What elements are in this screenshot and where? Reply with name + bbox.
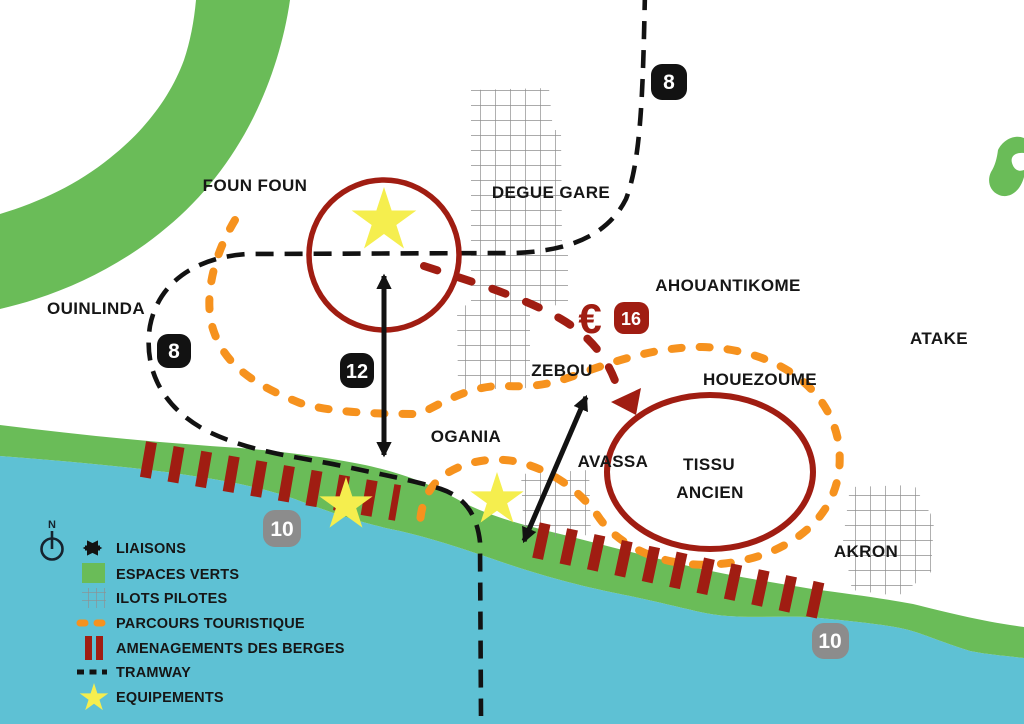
tramway-line bbox=[146, 0, 648, 717]
legend-berges-label: AMENAGEMENTS DES BERGES bbox=[116, 641, 345, 657]
legend-espaces-verts-icon bbox=[82, 563, 105, 583]
green-area-northwest bbox=[0, 0, 290, 309]
label-foun-foun: FOUN FOUN bbox=[203, 176, 308, 195]
shore-badge-east-number: 10 bbox=[818, 630, 841, 653]
label-houezoume: HOUEZOUME bbox=[703, 370, 817, 389]
euro-symbol: € bbox=[578, 295, 601, 342]
legend-ilots-pilotes-label: ILOTS PILOTES bbox=[116, 591, 227, 607]
label-ogania: OGANIA bbox=[431, 427, 501, 446]
compass-north-label: N bbox=[48, 519, 56, 531]
tram-badge-north-number: 8 bbox=[663, 71, 675, 94]
shore-badge-east: 10 bbox=[812, 623, 849, 659]
liaison-badge-12-number: 12 bbox=[346, 361, 368, 383]
compass: N bbox=[40, 519, 64, 561]
legend-equipements-label: EQUIPEMENTS bbox=[116, 690, 224, 706]
shore-badge-west: 10 bbox=[263, 510, 301, 547]
water-area bbox=[0, 456, 1024, 724]
ilots-pilotes-akron bbox=[843, 485, 934, 596]
legend-parcours-label: PARCOURS TOURISTIQUE bbox=[116, 616, 305, 632]
tissu-ancien-ellipse bbox=[604, 392, 816, 552]
label-atake: ATAKE bbox=[910, 329, 968, 348]
legend-berges-icon bbox=[85, 636, 92, 660]
map-legend: LIAISONS ESPACES VERTS ILOTS PILOTES PAR… bbox=[76, 540, 345, 711]
label-tissu: TISSU bbox=[683, 455, 735, 474]
berges-bars-east bbox=[532, 522, 830, 620]
label-degue-gare: DEGUE GARE bbox=[492, 183, 610, 202]
label-akron: AKRON bbox=[834, 542, 898, 561]
legend-tramway-label: TRAMWAY bbox=[116, 665, 191, 681]
legend-espaces-verts-label: ESPACES VERTS bbox=[116, 567, 239, 583]
shore-badge-west-number: 10 bbox=[270, 518, 293, 541]
euro-route-line bbox=[420, 262, 621, 390]
label-avassa: AVASSA bbox=[578, 452, 649, 471]
legend-ilots-pilotes-icon bbox=[82, 588, 106, 608]
label-ahouantikome: AHOUANTIKOME bbox=[655, 276, 801, 295]
euro-badge-16-number: 16 bbox=[621, 309, 641, 329]
tram-badge-west: 8 bbox=[157, 334, 191, 368]
label-zebou: ZEBOU bbox=[531, 361, 593, 380]
euro-route-arrowhead bbox=[611, 388, 641, 415]
liaison-badge-12: 12 bbox=[340, 353, 374, 388]
tram-badge-north: 8 bbox=[651, 64, 687, 100]
euro-badge-16: 16 bbox=[614, 302, 649, 334]
compass-circle bbox=[40, 537, 64, 561]
label-ouinlinda: OUINLINDA bbox=[47, 299, 145, 318]
ilots-pilotes-degue bbox=[457, 88, 568, 390]
liaison-arrow-diagonal bbox=[521, 394, 589, 544]
label-ancien: ANCIEN bbox=[676, 483, 744, 502]
green-area-east bbox=[989, 136, 1024, 197]
tram-badge-west-number: 8 bbox=[168, 340, 180, 363]
legend-liaisons-label: LIAISONS bbox=[116, 541, 186, 557]
legend-berges-icon-2 bbox=[96, 636, 103, 660]
